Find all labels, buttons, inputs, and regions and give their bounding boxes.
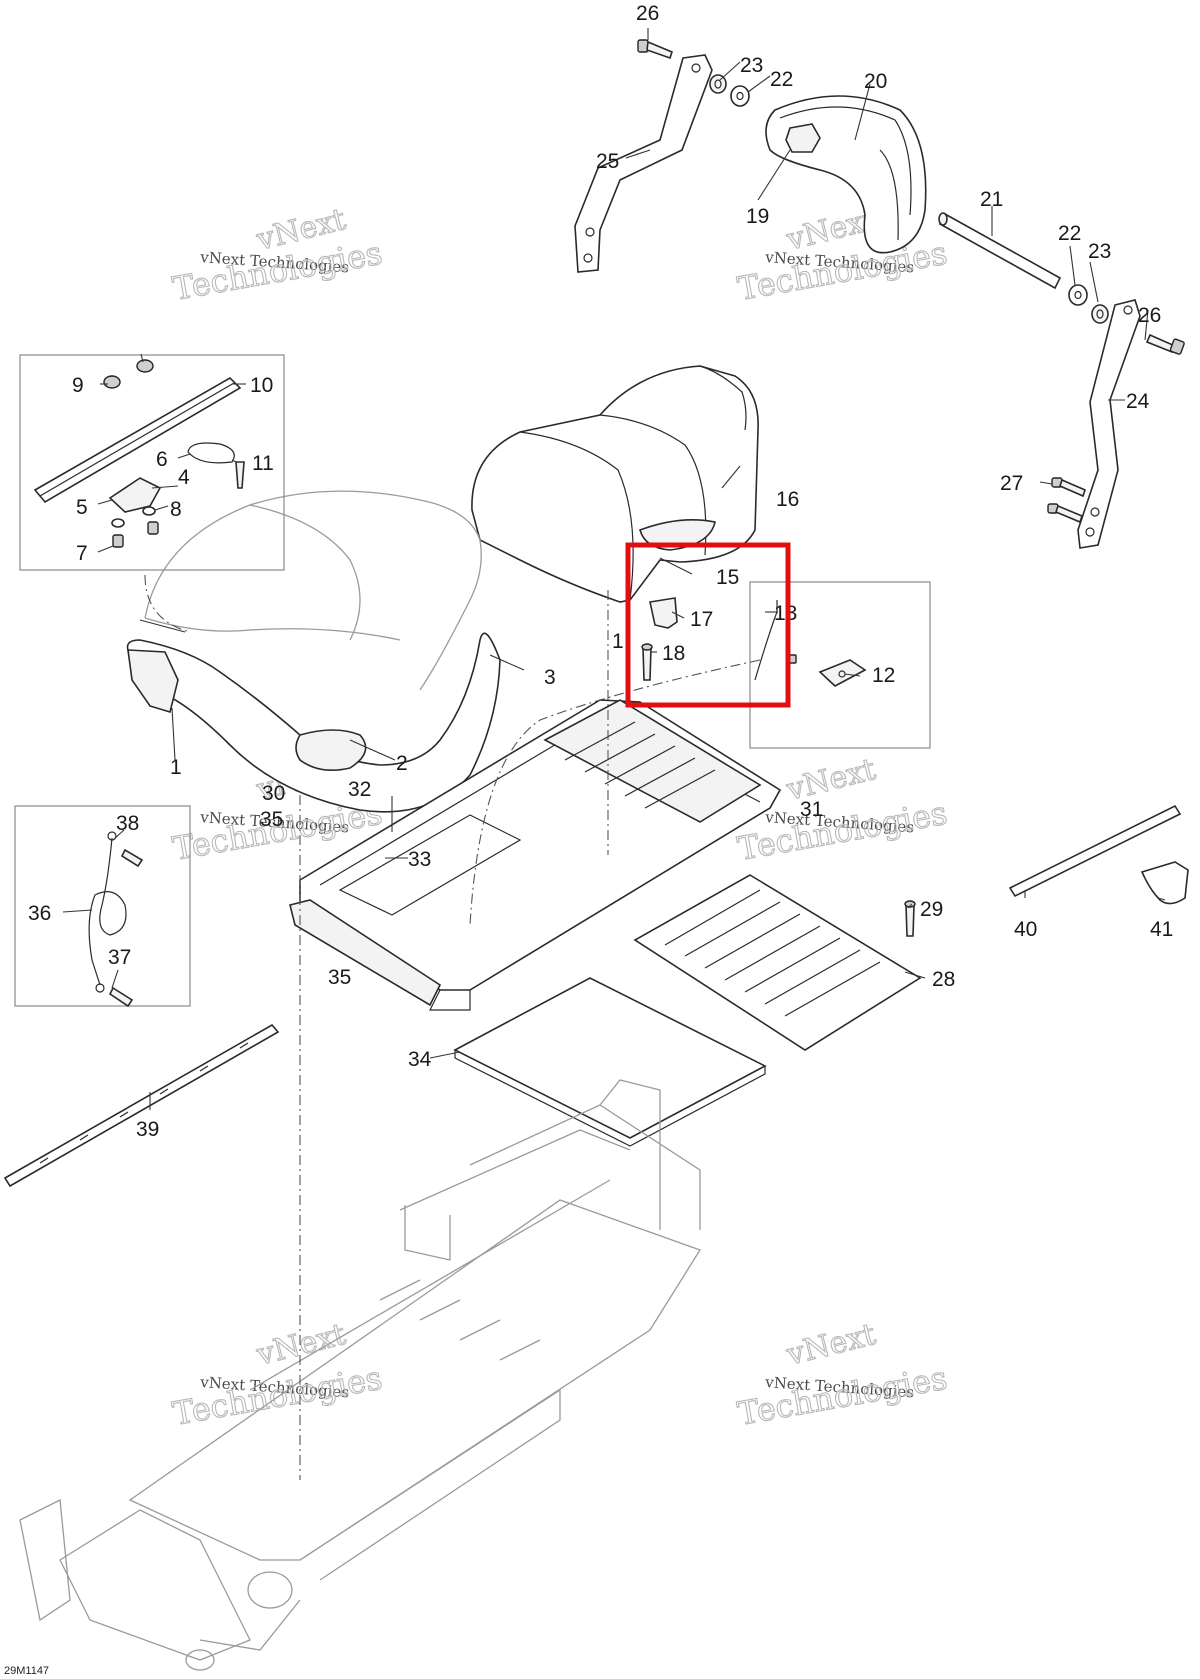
- callout-31: 31: [800, 798, 823, 821]
- callout-2: 2: [396, 752, 408, 775]
- callout-33: 33: [408, 848, 431, 871]
- assembly-lines: [144, 574, 761, 1480]
- callout-36: 36: [28, 902, 51, 925]
- backrest-bracket-right: [1077, 299, 1141, 549]
- callout-6: 6: [156, 448, 168, 471]
- washer-22-top: [730, 85, 750, 107]
- nut-9-left: [103, 375, 121, 389]
- callout-7: 7: [76, 542, 88, 565]
- callout-23-right: 23: [1088, 240, 1111, 263]
- foam-pad-34: [453, 977, 767, 1147]
- latch-bracket-5: [108, 477, 162, 513]
- cap-41: [1140, 861, 1189, 905]
- callout-16: 16: [776, 488, 799, 511]
- spring-6: [187, 442, 235, 464]
- svg-text:Technologies: Technologies: [735, 1359, 950, 1433]
- bolt-26-top: [637, 39, 673, 60]
- callout-25: 25: [596, 150, 619, 173]
- callout-9: 9: [72, 374, 84, 397]
- callout-4: 4: [178, 466, 190, 489]
- washer-22-right: [1068, 284, 1088, 306]
- bolts-27: [1047, 477, 1086, 524]
- hinge-12: [787, 654, 867, 687]
- callout-30: 30: [262, 782, 285, 805]
- svg-text:vNext: vNext: [782, 752, 879, 808]
- strip-40: [1008, 804, 1182, 898]
- nut-9-right: [136, 359, 154, 373]
- rod-21: [938, 212, 1062, 290]
- highlight-box: [625, 542, 791, 708]
- watermark-bottom-left: vNext vNext Technologies Technologies: [169, 1316, 385, 1433]
- callout-26-top: 26: [636, 2, 659, 25]
- callout-24: 24: [1126, 390, 1150, 413]
- callout-18: 18: [662, 642, 685, 665]
- callout-29: 29: [920, 898, 943, 921]
- callout-17: 17: [690, 608, 713, 631]
- svg-text:vNext: vNext: [782, 1317, 879, 1373]
- callout-26-right: 26: [1138, 304, 1161, 327]
- hinge-17: [649, 597, 678, 629]
- callout-8: 8: [170, 498, 182, 521]
- latch-rail-10: [33, 377, 242, 504]
- callout-21: 21: [980, 188, 1003, 211]
- inset-box-tether: [14, 805, 191, 1007]
- svg-text:vNext: vNext: [252, 1317, 349, 1373]
- screw-18: [641, 643, 653, 681]
- callout-11: 11: [252, 452, 274, 475]
- chassis-tunnel: [19, 1079, 701, 1671]
- callout-3: 3: [544, 666, 556, 689]
- inset-box-latch: [19, 354, 285, 571]
- callout-35-top: 35: [260, 808, 283, 831]
- svg-text:Technologies: Technologies: [170, 1359, 385, 1433]
- drawing-code: 29M1147: [4, 1665, 49, 1677]
- watermark-top-left: vNext vNext Technologies Technologies: [169, 201, 385, 308]
- callout-22-right: 22: [1058, 222, 1081, 245]
- callout-37: 37: [108, 946, 131, 969]
- washer-8: [142, 506, 156, 516]
- tether-cable-36: [88, 831, 127, 993]
- watermark-bottom-right: vNext vNext Technologies Technologies: [734, 1316, 950, 1433]
- washer-23-right: [1091, 304, 1109, 324]
- pin-11: [235, 461, 245, 489]
- callout-1-partial: 1: [612, 630, 624, 653]
- inset-box-hinge: [749, 581, 931, 749]
- front-seat-3: [126, 490, 501, 813]
- callout-28: 28: [932, 968, 955, 991]
- backrest-pad-20: [765, 95, 927, 254]
- rivet-38: [120, 848, 144, 868]
- callout-39: 39: [136, 1118, 159, 1141]
- callout-15: 15: [716, 566, 739, 589]
- callout-12: 12: [872, 664, 895, 687]
- callout-41: 41: [1150, 918, 1173, 941]
- bolt-26-right: [1145, 333, 1185, 355]
- callout-40: 40: [1014, 918, 1037, 941]
- callout-labels: 26 23 22 20 25 19 21 22 23 26 24 27 16 1…: [28, 2, 1173, 1141]
- callout-34: 34: [408, 1048, 432, 1071]
- leader-lines: [62, 28, 1166, 1110]
- callout-32: 32: [348, 778, 371, 801]
- rivet-37: [108, 986, 134, 1008]
- seat-base-31: [289, 699, 782, 1011]
- callout-23-top: 23: [740, 54, 763, 77]
- callout-5: 5: [76, 496, 88, 519]
- callout-19: 19: [746, 205, 769, 228]
- callout-20: 20: [864, 70, 887, 93]
- bolt-7: [111, 518, 159, 548]
- strip-39: [3, 1023, 280, 1188]
- callout-35: 35: [328, 966, 351, 989]
- floor-panel-28: [633, 874, 922, 1051]
- callout-38: 38: [116, 812, 139, 835]
- callout-27: 27: [1000, 472, 1023, 495]
- backrest-bracket-left: [574, 54, 713, 273]
- callout-1: 1: [170, 756, 182, 779]
- callout-22-top: 22: [770, 68, 793, 91]
- washer-23-top: [709, 74, 727, 94]
- callout-10: 10: [250, 374, 273, 397]
